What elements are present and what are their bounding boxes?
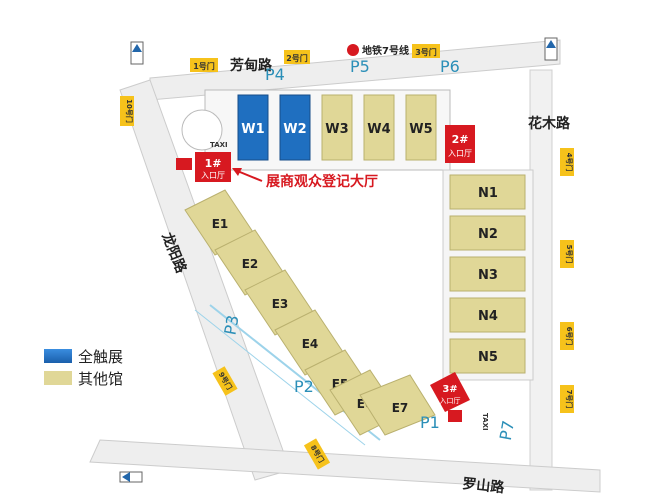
hall-n4-label: N4 xyxy=(478,309,498,324)
gate-1: 1号门 xyxy=(190,58,218,72)
hall-w5-label: W5 xyxy=(409,122,432,137)
gate-8: 8号门 xyxy=(303,438,331,470)
legend-label-full-touch: 全触展 xyxy=(78,347,124,366)
svg-text:4号门: 4号门 xyxy=(565,153,574,172)
entrance-3-number: 3# xyxy=(442,384,457,395)
direction-sign-sw xyxy=(119,471,143,483)
entrance-2-text: 入口厅 xyxy=(448,149,472,158)
hall-w2-label: W2 xyxy=(283,122,306,137)
parking-p3: P3 xyxy=(220,314,242,337)
metro-label: 地铁7号线 xyxy=(362,44,409,57)
svg-text:7号门: 7号门 xyxy=(565,390,574,409)
entrance-2-number: 2# xyxy=(452,133,469,146)
legend-label-other: 其他馆 xyxy=(78,369,124,388)
entrance-2[interactable]: 2# 入口厅 xyxy=(445,125,475,163)
hall-n5-label: N5 xyxy=(478,350,498,365)
hall-w2[interactable]: W2 xyxy=(279,94,311,161)
registration-label: 展商观众登记大厅 xyxy=(266,173,378,190)
hall-w3-label: W3 xyxy=(325,122,348,137)
parking-p7: P7 xyxy=(496,419,518,442)
hall-e1-label: E1 xyxy=(212,217,229,231)
road-fangdian: 芳甸路 xyxy=(230,57,273,74)
gate-3: 3号门 xyxy=(412,44,440,58)
hall-n2-label: N2 xyxy=(478,227,498,242)
hall-w1-label: W1 xyxy=(241,122,264,137)
hall-w4-label: W4 xyxy=(367,122,390,137)
hall-w4[interactable]: W4 xyxy=(363,94,395,161)
metro-icon xyxy=(347,44,359,56)
hall-w3[interactable]: W3 xyxy=(321,94,353,161)
legend-row-full-touch: 全触展 xyxy=(44,345,123,367)
parking-sign-3 xyxy=(448,410,462,422)
direction-sign-nw xyxy=(130,41,144,65)
legend: 全触展 其他馆 xyxy=(44,345,123,389)
svg-text:2号门: 2号门 xyxy=(286,53,308,63)
gate-7: 7号门 xyxy=(560,385,574,413)
entrance-1-number: 1# xyxy=(205,157,222,170)
gate-6: 6号门 xyxy=(560,322,574,350)
hall-n4[interactable]: N4 xyxy=(449,297,526,333)
entrance-3[interactable]: 3# 入口厅 xyxy=(430,372,470,412)
legend-swatch-blue xyxy=(44,349,72,363)
road-huamu: 花木路 xyxy=(528,115,571,132)
hall-n2[interactable]: N2 xyxy=(449,215,526,251)
svg-text:1号门: 1号门 xyxy=(193,61,215,71)
hall-w1[interactable]: W1 xyxy=(237,94,269,161)
hall-e7[interactable]: E7 xyxy=(359,374,436,436)
hall-e7-label: E7 xyxy=(392,401,409,415)
hall-n1[interactable]: N1 xyxy=(449,174,526,210)
taxi-label-east: TAXI xyxy=(481,413,489,431)
parking-p4: P4 xyxy=(265,65,285,84)
entrance-1-text: 入口厅 xyxy=(201,171,225,180)
hall-e2-label: E2 xyxy=(242,257,259,271)
road-luoshan: 罗山路 xyxy=(462,475,507,496)
hall-n3-label: N3 xyxy=(478,268,498,283)
hall-n3[interactable]: N3 xyxy=(449,256,526,292)
gate-2: 2号门 xyxy=(284,50,310,64)
parking-p1: P1 xyxy=(420,413,440,432)
taxi-label-west: TAXI xyxy=(210,141,228,149)
legend-row-other: 其他馆 xyxy=(44,367,123,389)
parking-p2: P2 xyxy=(294,377,314,396)
hall-e4-label: E4 xyxy=(302,337,319,351)
parking-p6: P6 xyxy=(440,57,460,76)
hall-e3-label: E3 xyxy=(272,297,289,311)
svg-text:3号门: 3号门 xyxy=(415,47,437,57)
gate-4: 4号门 xyxy=(560,148,574,176)
svg-text:10号门: 10号门 xyxy=(125,99,134,123)
legend-swatch-yellow xyxy=(44,371,72,385)
parking-p5: P5 xyxy=(350,57,370,76)
svg-text:5号门: 5号门 xyxy=(565,245,574,264)
hall-n5[interactable]: N5 xyxy=(449,338,526,374)
parking-sign-1 xyxy=(176,158,192,170)
gate-10: 10号门 xyxy=(120,96,134,126)
gate-9: 9号门 xyxy=(212,366,238,396)
gate-5: 5号门 xyxy=(560,240,574,268)
entrance-1[interactable]: 1# 入口厅 xyxy=(195,152,231,182)
svg-text:6号门: 6号门 xyxy=(565,327,574,346)
entrance-3-text: 入口厅 xyxy=(440,397,461,405)
hall-n1-label: N1 xyxy=(478,186,498,201)
garden-circle xyxy=(181,109,223,151)
direction-sign-ne xyxy=(544,37,558,61)
hall-w5[interactable]: W5 xyxy=(405,94,437,161)
